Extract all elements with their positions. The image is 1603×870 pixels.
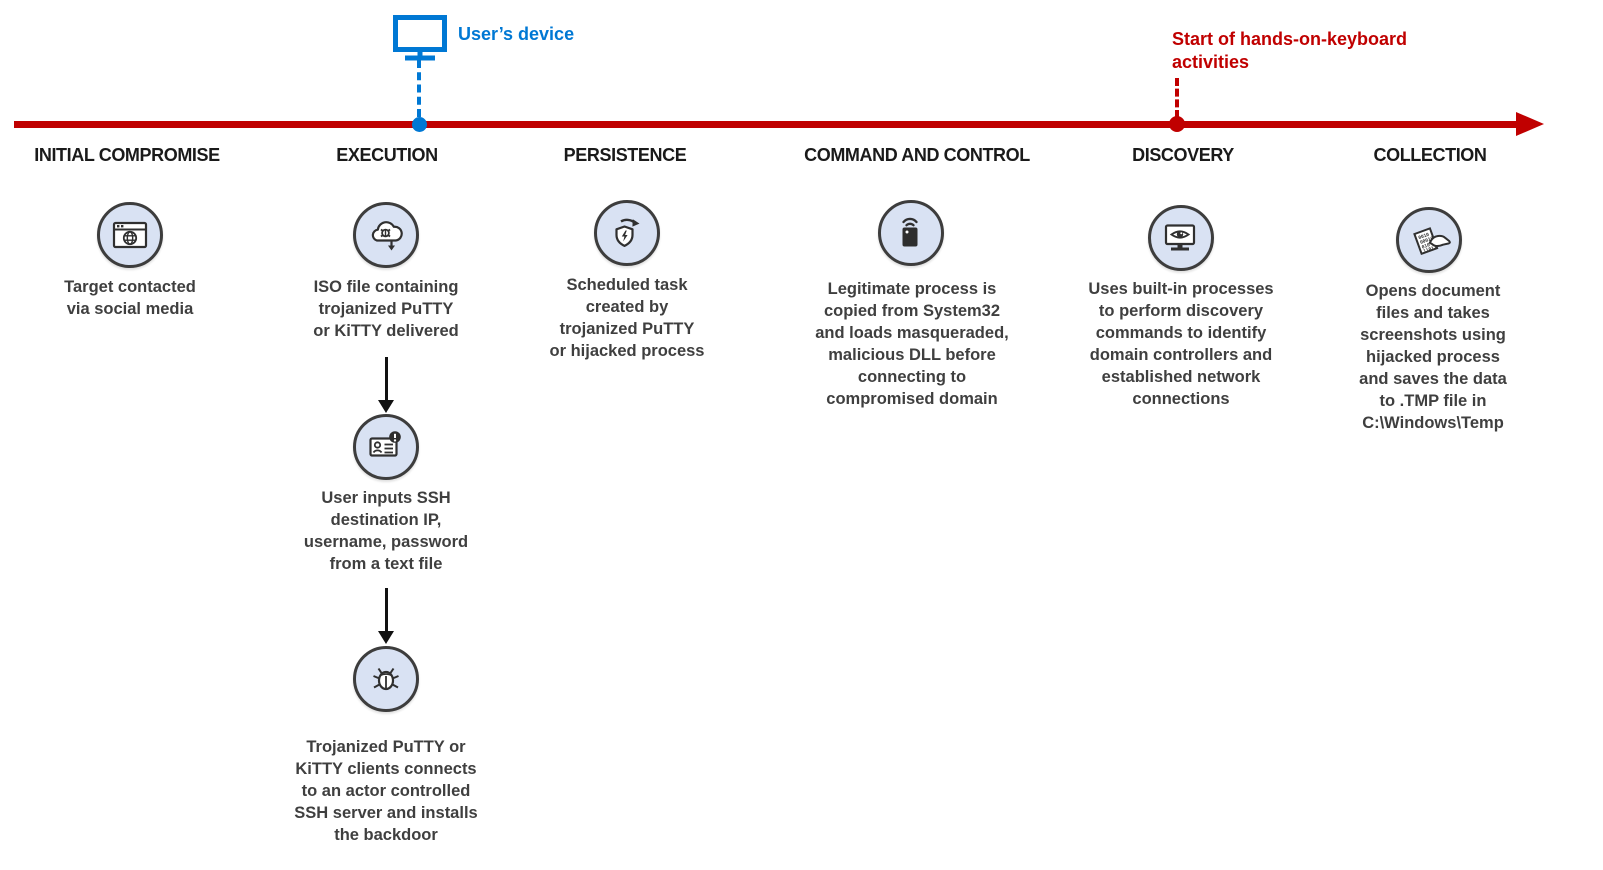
description-command-and-control: Legitimate process is copied from System…: [815, 280, 1009, 408]
description-execution-substep-1: User inputs SSH destination IP, username…: [303, 489, 469, 573]
svg-text:11011: 11011: [1423, 244, 1438, 254]
user-device-connector: [417, 60, 421, 117]
svg-text:010: 010: [1421, 242, 1431, 251]
hands-on-keyboard-marker-dot: [1169, 116, 1185, 132]
execution-flow-arrow-line: [385, 357, 388, 401]
hands-on-keyboard-label: Start of hands-on-keyboard activities: [1172, 29, 1408, 72]
monitor-eye-icon: [1148, 205, 1214, 271]
timeline-line: [14, 121, 1520, 128]
execution-flow-arrow-line: [385, 588, 388, 632]
browser-globe-icon: [97, 202, 163, 268]
credentials-alert-icon: [353, 414, 419, 480]
svg-text:0010: 0010: [1418, 232, 1431, 242]
description-collection: Opens document files and takes screensho…: [1359, 282, 1507, 432]
stage-label-persistence: PERSISTENCE: [563, 145, 687, 165]
stage-label-command-and-control: COMMAND AND CONTROL: [804, 145, 1030, 165]
stage-label-discovery: DISCOVERY: [1132, 145, 1234, 165]
description-persistence: Scheduled task created by trojanized PuT…: [549, 276, 705, 360]
user-device-marker-dot: [412, 117, 427, 132]
description-execution-substep-2: Trojanized PuTTY or KiTTY clients connec…: [294, 738, 478, 844]
stage-label-collection: COLLECTION: [1373, 145, 1487, 165]
monitor-icon: [392, 14, 448, 67]
stage-label-initial-compromise: INITIAL COMPROMISE: [34, 145, 220, 165]
description-execution: ISO file containing trojanized PuTTY or …: [313, 278, 459, 340]
cloud-malware-download-icon: [353, 202, 419, 268]
user-device-label: User’s device: [458, 24, 575, 44]
description-discovery: Uses built-in processes to perform disco…: [1088, 280, 1274, 408]
shield-refresh-icon: [594, 200, 660, 266]
timeline-arrowhead-icon: [1516, 112, 1544, 136]
svg-text:00010: 00010: [1419, 235, 1434, 245]
remote-device-signal-icon: [878, 200, 944, 266]
execution-flow-arrowhead-icon: [378, 631, 394, 644]
execution-flow-arrowhead-icon: [378, 400, 394, 413]
bug-icon: [353, 646, 419, 712]
stage-label-execution: EXECUTION: [336, 145, 438, 165]
hands-on-keyboard-connector: [1175, 78, 1179, 118]
description-initial-compromise: Target contacted via social media: [64, 278, 196, 318]
document-hand-icon: 0010 00010 010 11011: [1396, 207, 1462, 273]
